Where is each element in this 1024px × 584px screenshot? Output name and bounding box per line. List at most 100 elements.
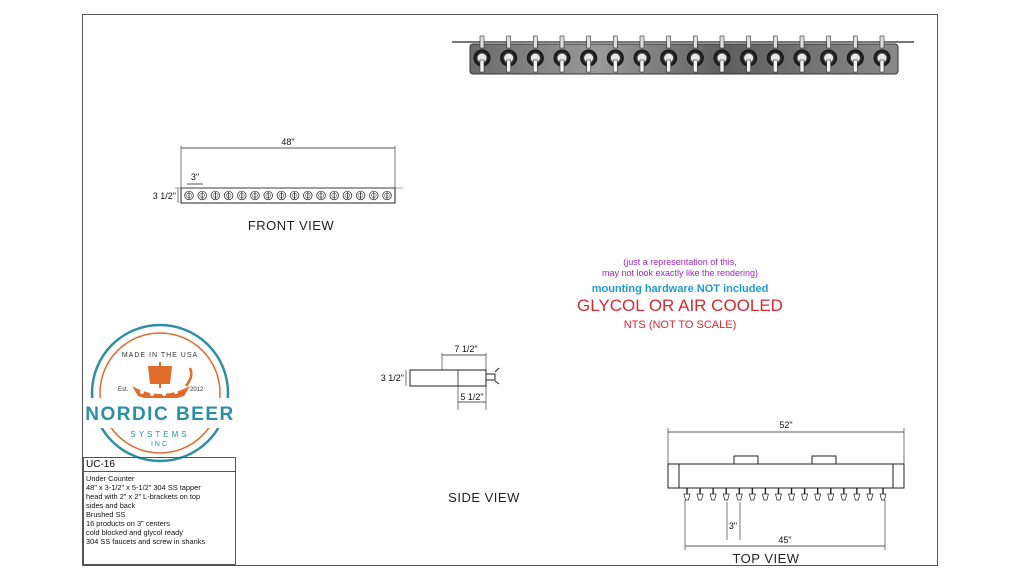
rendering-faucet xyxy=(553,35,571,73)
rendering-faucet xyxy=(473,35,491,73)
front-faucet xyxy=(223,190,234,201)
rendering-faucet xyxy=(873,35,891,73)
top-faucet xyxy=(775,488,782,501)
top-inner-dim: 45" xyxy=(778,535,791,545)
top-faucet xyxy=(879,488,887,501)
side-view-faucet xyxy=(485,373,496,381)
scale-note: NTS (NOT TO SCALE) xyxy=(623,319,737,331)
top-bracket-right xyxy=(811,455,837,465)
front-faucet xyxy=(342,190,353,201)
front-view: 48" 3" 3 1/2" FRONT VIEW xyxy=(153,137,403,233)
rendering-faucets xyxy=(473,35,891,73)
rendering-faucet xyxy=(820,35,838,73)
rendering-faucet xyxy=(606,35,624,73)
top-faucet xyxy=(696,488,704,501)
rendering-faucet xyxy=(686,35,704,73)
cooling-note: GLYCOL OR AIR COOLED xyxy=(577,296,783,315)
mounting-note: mounting hardware NOT included xyxy=(591,283,769,295)
logo-made-in-usa: MADE IN THE USA xyxy=(122,352,198,359)
top-faucet xyxy=(827,488,835,501)
top-faucet xyxy=(683,488,691,501)
top-view-faucets xyxy=(683,488,887,501)
spec-line: cold blocked and glycol ready xyxy=(86,528,183,537)
side-view-body xyxy=(409,369,487,387)
rendering-faucet xyxy=(580,35,598,73)
rendering-faucet xyxy=(660,35,678,73)
side-bottom-dim: 5 1/2" xyxy=(460,392,483,402)
spec-line: 48" x 3-1/2" x 5-1/2" 304 SS tapper xyxy=(86,483,201,492)
front-faucet xyxy=(210,190,221,201)
viking-ship-icon xyxy=(132,362,193,400)
front-faucet xyxy=(329,190,339,201)
top-faucet xyxy=(866,488,874,501)
front-faucet xyxy=(369,190,379,201)
logo-est-left: Est. xyxy=(118,387,129,393)
spec-info-box: UC-16 Under Counter 48" x 3-1/2" x 5-1/2… xyxy=(83,457,236,565)
rendering-faucet xyxy=(793,35,811,73)
rendering-faucet xyxy=(846,35,864,73)
front-faucet xyxy=(237,190,247,201)
rendering-faucet xyxy=(526,35,544,73)
top-bracket-left xyxy=(733,455,759,465)
top-view-body xyxy=(678,463,894,489)
logo-banner xyxy=(86,398,234,428)
top-faucet xyxy=(788,488,795,501)
top-view: 52" 3" 45" TOP VIEW xyxy=(667,420,905,566)
front-faucet xyxy=(263,190,273,201)
top-faucet xyxy=(840,488,848,501)
front-view-faucets xyxy=(184,190,392,201)
logo-est-right: 2012 xyxy=(190,387,204,393)
front-view-label: FRONT VIEW xyxy=(248,218,335,233)
rendering-faucet xyxy=(713,35,731,73)
tower-rendering xyxy=(452,35,914,75)
front-faucet xyxy=(184,190,194,201)
logo-inc: INC xyxy=(151,441,169,448)
top-overall-dim: 52" xyxy=(779,420,792,430)
representation-note-line1: (just a representation of this, xyxy=(623,257,737,267)
spec-line: 304 SS faucets and screw in shanks xyxy=(86,537,206,546)
logo-brand: NORDIC BEER xyxy=(85,404,235,425)
front-faucet xyxy=(316,190,326,201)
spec-line: 16 products on 3" centers xyxy=(86,519,170,528)
representation-note-line2: may not look exactly like the rendering) xyxy=(601,268,759,278)
front-height-dim: 3 1/2" xyxy=(153,191,176,201)
logo-systems: SYSTEMS xyxy=(130,430,189,439)
front-faucet xyxy=(355,190,366,201)
front-faucet xyxy=(289,190,300,201)
top-spacing-dim: 3" xyxy=(729,521,737,531)
spec-line: Under Counter xyxy=(86,474,135,483)
top-faucet xyxy=(814,488,822,501)
top-faucet xyxy=(748,488,756,501)
side-view: 7 1/2" 3 1/2" 5 1/2" SIDE VIEW xyxy=(381,344,520,505)
representation-note: (just a representation of this, may not … xyxy=(540,257,820,279)
model-number: UC-16 xyxy=(84,458,235,472)
side-top-dim: 7 1/2" xyxy=(454,344,477,354)
spec-line: Brushed SS xyxy=(86,510,126,519)
drawing-sheet-border xyxy=(82,14,938,566)
spec-line: sides and back xyxy=(86,501,136,510)
top-faucet xyxy=(853,488,861,501)
top-faucet xyxy=(709,488,717,501)
top-faucet xyxy=(735,488,743,501)
rendering-body xyxy=(469,43,899,75)
front-faucet xyxy=(276,190,287,201)
front-spacing-dim: 3" xyxy=(191,172,199,182)
side-view-label: SIDE VIEW xyxy=(448,490,520,505)
rendering-faucet xyxy=(740,35,758,73)
top-faucet xyxy=(801,488,809,501)
rendering-faucet xyxy=(633,35,651,73)
top-faucet xyxy=(722,488,730,501)
top-faucet xyxy=(761,488,769,501)
spec-lines: Under Counter 48" x 3-1/2" x 5-1/2" 304 … xyxy=(84,472,235,548)
top-view-label: TOP VIEW xyxy=(732,551,799,566)
front-faucet xyxy=(303,190,313,201)
front-faucet xyxy=(382,190,392,201)
rendering-faucet xyxy=(766,35,784,73)
rendering-faucet xyxy=(500,35,518,73)
side-height-dim: 3 1/2" xyxy=(381,373,404,383)
front-faucet xyxy=(197,190,207,201)
logo-inner-ring xyxy=(99,332,221,454)
nordic-beer-logo: MADE IN THE USA Est. 2012 NORDIC BEER SY… xyxy=(85,323,235,463)
front-width-dim: 48" xyxy=(281,137,294,147)
